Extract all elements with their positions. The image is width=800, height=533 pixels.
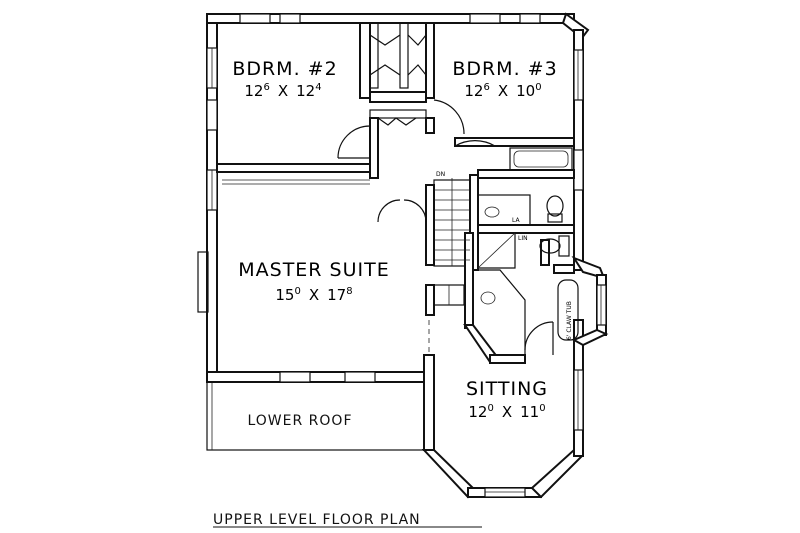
lower-roof-label: LOWER ROOF xyxy=(247,413,352,429)
linen-label: LIN xyxy=(518,235,528,242)
windows xyxy=(206,13,607,498)
claw-tub-label: 6' CLAW TUB xyxy=(566,301,573,340)
bdrm2-name: BDRM. #2 xyxy=(232,58,337,80)
lower-roof: LOWER ROOF xyxy=(206,381,432,451)
plan-title-group: UPPER LEVEL FLOOR PLAN xyxy=(213,512,482,528)
master-suite-name: MASTER SUITE xyxy=(238,259,390,281)
bdrm3-name: BDRM. #3 xyxy=(452,58,557,80)
doors-and-fixtures: DN LA LIN 6' CLAW TUB xyxy=(337,34,579,355)
sitting-name: SITTING xyxy=(466,378,548,400)
stair-dn-label: DN xyxy=(436,171,445,178)
plan-title: UPPER LEVEL FLOOR PLAN xyxy=(213,512,421,528)
laundry-label: LA xyxy=(512,217,520,224)
